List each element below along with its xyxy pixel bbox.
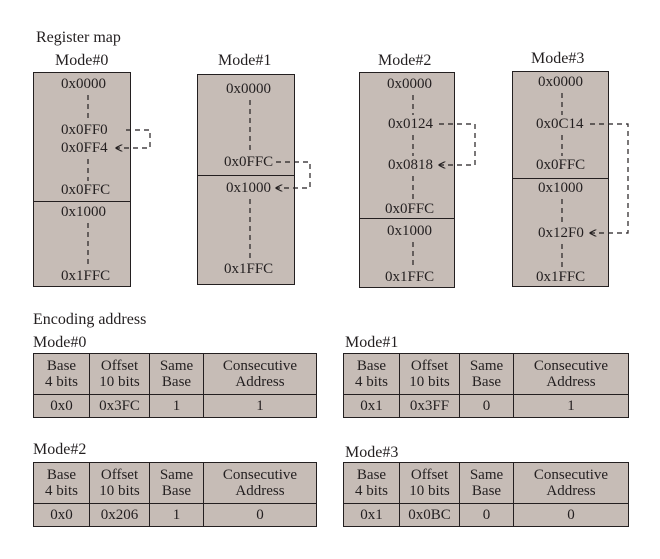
mode0-jump-arrow	[116, 129, 151, 148]
enc-mode1-same: 0	[459, 394, 514, 418]
map-mode1-upper-block	[197, 74, 295, 176]
enc-mode0-title: Mode#0	[33, 334, 87, 351]
map-mode2-title: Mode#2	[378, 52, 432, 69]
enc-mode0-value-row: 0x0 0x3FC 1 1	[33, 394, 317, 418]
map-mode2-lower-block	[359, 218, 455, 288]
map-mode3-addr-1000: 0x1000	[538, 180, 583, 196]
map-mode1-addr-0ffc: 0x0FFC	[224, 154, 274, 170]
enc-mode3-offset: 0x0BC	[399, 503, 460, 527]
register-map-title: Register map	[36, 29, 121, 46]
map-mode2-upper-block	[359, 72, 455, 219]
enc-mode2-consecutive: 0	[203, 503, 317, 527]
enc-mode2-base: 0x0	[33, 503, 90, 527]
map-mode2-addr-0000: 0x0000	[387, 76, 432, 92]
map-mode0-addr-1000: 0x1000	[61, 204, 106, 220]
enc-mode2-same: 1	[149, 503, 204, 527]
map-mode3-addr-1ffc: 0x1FFC	[536, 269, 586, 285]
mode3-jump-arrow	[590, 123, 629, 233]
map-mode1-lower-block	[197, 175, 295, 285]
map-mode2-addr-1ffc: 0x1FFC	[385, 269, 435, 285]
map-mode0-addr-0000: 0x0000	[61, 76, 106, 92]
mode1-jump-arrow	[276, 161, 311, 188]
enc-mode1-offset: 0x3FF	[399, 394, 460, 418]
map-mode3-title: Mode#3	[531, 50, 585, 67]
enc-mode3-value-row: 0x1 0x0BC 0 0	[343, 503, 629, 527]
map-mode3-addr-12f0: 0x12F0	[538, 225, 584, 241]
map-mode1-addr-1000: 0x1000	[226, 180, 271, 196]
map-mode1-addr-1ffc: 0x1FFC	[224, 261, 274, 277]
map-mode0-title: Mode#0	[55, 52, 109, 69]
enc-mode3-consecutive: 0	[513, 503, 629, 527]
enc-mode1-value-row: 0x1 0x3FF 0 1	[343, 394, 629, 418]
map-mode2-addr-0124: 0x0124	[388, 116, 433, 132]
map-mode2-addr-0818: 0x0818	[388, 157, 433, 173]
map-mode0-addr-0ffc: 0x0FFC	[61, 182, 111, 198]
map-mode0-lower-block	[33, 201, 131, 287]
map-mode2-addr-1000: 0x1000	[387, 223, 432, 239]
enc-mode0-same: 1	[149, 394, 204, 418]
enc-mode3-title: Mode#3	[345, 444, 399, 461]
enc-mode0-offset: 0x3FC	[89, 394, 150, 418]
register-map-connectors	[87, 93, 629, 268]
map-mode3-addr-0ffc: 0x0FFC	[536, 157, 586, 173]
enc-mode2-title: Mode#2	[33, 441, 87, 458]
map-mode3-addr-0000: 0x0000	[538, 74, 583, 90]
enc-mode2-value-row: 0x0 0x206 1 0	[33, 503, 317, 527]
map-mode2-addr-0ffc: 0x0FFC	[385, 201, 435, 217]
enc-mode2-offset: 0x206	[89, 503, 150, 527]
mode2-jump-arrow	[439, 123, 476, 165]
enc-mode1-consecutive: 1	[513, 394, 629, 418]
enc-mode0-consecutive: 1	[203, 394, 317, 418]
map-mode0-addr-0ff4: 0x0FF4	[61, 140, 108, 156]
enc-mode0-base: 0x0	[33, 394, 90, 418]
map-mode1-title: Mode#1	[218, 52, 272, 69]
enc-mode3-same: 0	[459, 503, 514, 527]
encoding-address-title: Encoding address	[33, 311, 147, 328]
map-mode0-addr-1ffc: 0x1FFC	[61, 268, 111, 284]
map-mode0-addr-0ff0: 0x0FF0	[61, 122, 108, 138]
enc-mode3-base: 0x1	[343, 503, 400, 527]
enc-mode1-title: Mode#1	[345, 334, 399, 351]
map-mode0-upper-block	[33, 72, 131, 202]
map-mode1-addr-0000: 0x0000	[226, 81, 271, 97]
map-mode3-addr-0c14: 0x0C14	[536, 116, 584, 132]
enc-mode1-base: 0x1	[343, 394, 400, 418]
